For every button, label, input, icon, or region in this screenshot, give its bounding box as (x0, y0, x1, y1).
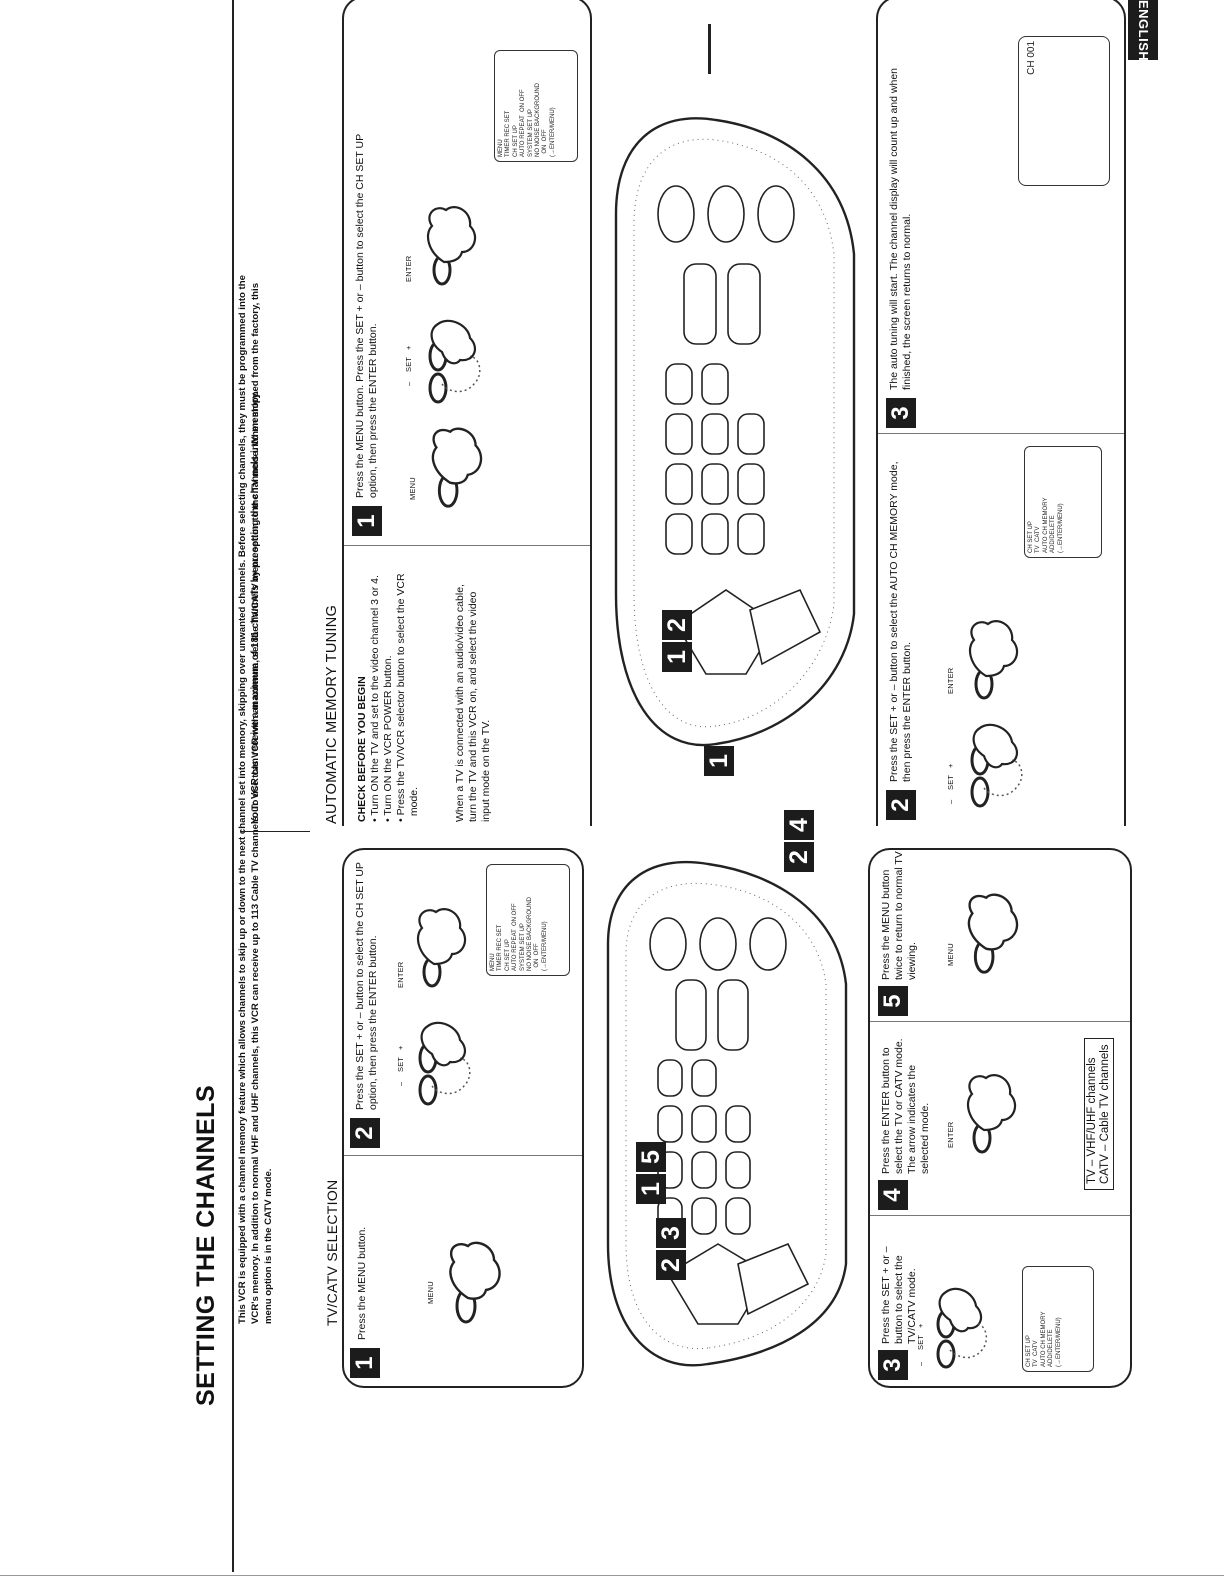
set-plus-label: + (946, 763, 955, 768)
intro-text: This VCR is equipped with a channel memo… (237, 275, 275, 1324)
callout-number: 2 (784, 842, 814, 872)
step-text: Press the SET + or – button to select th… (354, 862, 379, 1110)
auto-heading: AUTOMATIC MEMORY TUNING (324, 604, 340, 824)
step-number: 4 (878, 1180, 908, 1210)
hand-pressing-enter-icon (968, 620, 1019, 700)
ch-setup-screen: CH SET UP TV CATV AUTO CH MEMORY ADD/DEL… (1024, 446, 1102, 558)
hand-pressing-set-icon (936, 1287, 988, 1369)
set-plus-label: + (404, 345, 413, 350)
step-number: 3 (886, 398, 916, 428)
hand-pressing-enter-icon (966, 1074, 1017, 1154)
callout-number: 1 (662, 642, 692, 672)
callout-number: 4 (784, 810, 814, 840)
remote-control-illustration-left (606, 860, 848, 1367)
step-text: The auto tuning will start. The channel … (888, 68, 913, 390)
check-item: mode. (408, 786, 420, 822)
step-number: 3 (878, 1350, 908, 1380)
menu-label: MENU (426, 1281, 435, 1304)
registration-mark (708, 24, 711, 74)
page-title: SETTING THE CHANNELS (192, 1084, 220, 1406)
enter-label: ENTER (946, 667, 955, 694)
check-note: When a TV is connected with an audio/vid… (454, 584, 492, 822)
page-edge-rule (0, 1575, 1224, 1576)
step-number: 5 (878, 986, 908, 1016)
tvcatv-heading: TV/CATV SELECTION (324, 1179, 340, 1326)
step-text: Press the MENU button twice to return to… (880, 851, 918, 980)
hand-pressing-enter-icon (426, 206, 477, 286)
enter-label: ENTER (946, 1121, 955, 1148)
enter-label: ENTER (404, 255, 413, 282)
callout-number: 2 (662, 610, 692, 640)
enter-label: ENTER (396, 961, 405, 988)
menu-label: MENU (946, 943, 955, 966)
lead-text: Your VCR can receive a maximum of 181 ch… (250, 390, 261, 824)
hand-pressing-menu-icon (967, 893, 1019, 974)
hand-pressing-set-icon (428, 319, 481, 404)
hand-pressing-set-icon (418, 1021, 471, 1106)
hand-pressing-set-icon (970, 723, 1023, 808)
check-title: CHECK BEFORE YOU BEGIN (356, 676, 368, 822)
callout-number: 5 (636, 1142, 666, 1172)
hand-pressing-enter-icon (416, 908, 467, 988)
hand-pressing-menu-icon (431, 427, 483, 508)
set-label: SET (404, 356, 413, 372)
callout-number: 2 (656, 1250, 686, 1280)
callout-number: 3 (656, 1218, 686, 1248)
hand-pressing-menu-icon (449, 1241, 501, 1324)
callout-number: 1 (636, 1174, 666, 1204)
set-minus-label: – (404, 381, 413, 386)
step-number: 1 (350, 1348, 380, 1378)
step-number: 2 (350, 1118, 380, 1148)
set-minus-label: – (946, 799, 955, 804)
step-number: 2 (886, 790, 916, 820)
title-rule (232, 0, 234, 1572)
step-text: Press the MENU button. (356, 1226, 368, 1340)
menu-label: MENU (408, 477, 417, 500)
callout-number: 1 (704, 746, 734, 776)
check-item: • Press the TV/VCR selector button to se… (395, 573, 407, 822)
step-text: Press the ENTER button to select the TV … (880, 1038, 931, 1174)
column-rule (240, 831, 310, 832)
auto-box-top: CHECK BEFORE YOU BEGIN • Turn ON the TV … (342, 0, 592, 826)
step-number: 1 (352, 506, 382, 536)
channel-display-screen: CH 001 (1018, 36, 1110, 186)
ch-setup-screen: CH SET UP TV CATV AUTO CH MEMORY ADD/DEL… (1022, 1266, 1094, 1372)
tvcatv-box-bottom: 3 Press the SET + or – button to select … (868, 848, 1132, 1388)
check-item: • Turn ON the TV and set to the video ch… (369, 575, 381, 822)
language-tab: ENGLISH (1128, 0, 1158, 61)
step-text: Press the SET + or – button to select th… (880, 1246, 918, 1344)
menu-screen: MENU TIMER REC SET CH SET UP AUTO REPEAT… (494, 50, 578, 162)
auto-box-bottom: 2 Press the SET + or – button to select … (876, 0, 1126, 826)
set-label: SET (946, 774, 955, 790)
remote-control-illustration-right (614, 117, 856, 747)
check-item: • Turn ON the VCR POWER button. (382, 655, 394, 822)
tv-catv-legend: TV – VHF/UHF channels CATV – Cable TV ch… (1084, 1038, 1114, 1190)
step-text: Press the SET + or – button to select th… (888, 461, 913, 783)
tvcatv-box-top: 1 Press the MENU button. MENU 2 Press th… (342, 848, 584, 1388)
menu-screen: MENU TIMER REC SET CH SET UP AUTO REPEAT… (486, 864, 570, 976)
step-text: Press the MENU button. Press the SET + o… (354, 134, 379, 498)
